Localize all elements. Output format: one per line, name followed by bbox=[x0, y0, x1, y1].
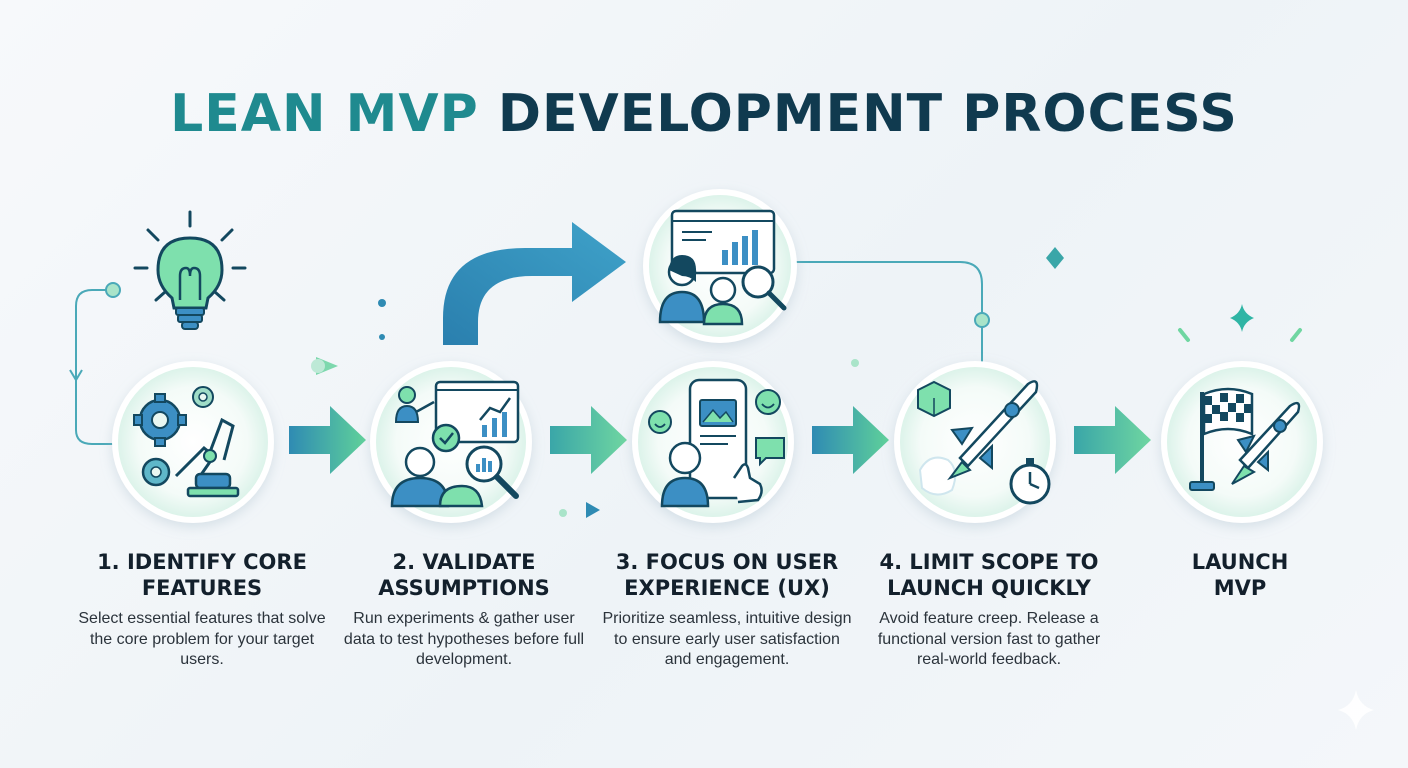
step-5-circle bbox=[1161, 361, 1323, 523]
step-4-circle bbox=[894, 361, 1056, 523]
feedback-loop-line bbox=[69, 261, 983, 445]
step-5-title-line1: LAUNCH bbox=[1191, 550, 1289, 574]
rocket-stopwatch-icon bbox=[917, 380, 1051, 505]
checkered-flag-rocket-icon bbox=[1189, 387, 1301, 491]
flow-arrow-2 bbox=[550, 406, 627, 474]
step-1-circle bbox=[112, 361, 274, 523]
step-5-title-line2: MVP bbox=[1213, 576, 1267, 600]
step-3-title: 3. FOCUS ON USER EXPERIENCE (UX) bbox=[592, 549, 862, 601]
title-highlight: LEAN MVP bbox=[170, 84, 479, 144]
step-1-description: Select essential features that solve the… bbox=[78, 610, 326, 668]
user-research-icon bbox=[658, 209, 787, 326]
step-2-circle bbox=[370, 361, 532, 523]
step-4-title-line2: LAUNCH QUICKLY bbox=[887, 576, 1091, 600]
step-2-title-line1: 2. VALIDATE bbox=[392, 550, 536, 574]
step-4-description: Avoid feature creep. Release a functiona… bbox=[877, 610, 1101, 668]
gears-and-robot-arm-icon bbox=[133, 386, 240, 498]
step-3-title-line1: 3. FOCUS ON USER bbox=[615, 550, 839, 574]
title-main: DEVELOPMENT PROCESS bbox=[497, 84, 1238, 144]
lightbulb-icon bbox=[133, 210, 247, 330]
decorations bbox=[311, 247, 1374, 730]
flow-arrow-3 bbox=[812, 406, 889, 474]
pivot-arrow bbox=[443, 222, 626, 345]
step-4-title: 4. LIMIT SCOPE TO LAUNCH QUICKLY bbox=[854, 549, 1124, 601]
step-3-title-line2: EXPERIENCE (UX) bbox=[624, 576, 830, 600]
step-1-title-line1: 1. IDENTIFY CORE bbox=[97, 550, 307, 574]
page-title: LEAN MVP DEVELOPMENT PROCESS bbox=[0, 82, 1408, 146]
mobile-ux-icon bbox=[648, 378, 785, 508]
flow-arrow-4 bbox=[1074, 406, 1151, 474]
step-4-title-line1: 4. LIMIT SCOPE TO bbox=[879, 550, 1099, 574]
step-2-title-line2: ASSUMPTIONS bbox=[378, 576, 550, 600]
step-1-title-line2: FEATURES bbox=[141, 576, 263, 600]
step-3-circle bbox=[632, 361, 794, 523]
step-2-title: 2. VALIDATE ASSUMPTIONS bbox=[329, 549, 599, 601]
step-1-title: 1. IDENTIFY CORE FEATURES bbox=[67, 549, 337, 601]
step-2-description: Run experiments & gather user data to te… bbox=[343, 610, 585, 668]
step-3-top-circle bbox=[643, 189, 797, 343]
step-3-description: Prioritize seamless, intuitive design to… bbox=[602, 610, 852, 668]
step-5-title: LAUNCH MVP bbox=[1105, 549, 1375, 601]
flow-arrow-1 bbox=[289, 406, 366, 474]
loop-node bbox=[105, 282, 121, 298]
branch-node bbox=[974, 312, 990, 328]
analytics-team-icon bbox=[390, 380, 520, 508]
